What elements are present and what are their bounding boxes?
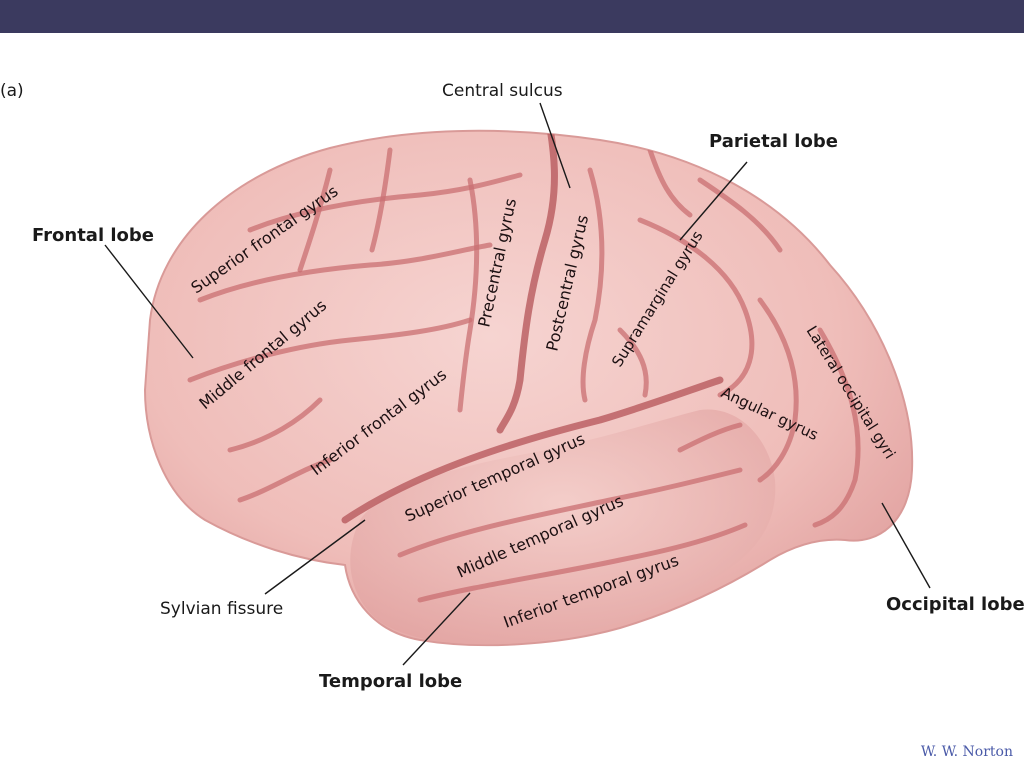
parietal-lobe-label: Parietal lobe <box>709 131 838 152</box>
frontal-lobe-leader <box>104 244 194 359</box>
publisher-credit: W. W. Norton <box>920 744 1013 760</box>
temporal-lobe-region <box>350 409 776 645</box>
frontal-lobe-label: Frontal lobe <box>32 225 154 246</box>
occipital-lobe-label: Occipital lobe <box>886 594 1024 615</box>
temporal-lobe-leader <box>402 592 471 666</box>
panel-label: (a) <box>0 81 24 101</box>
sylvian-fissure-leader <box>264 519 366 595</box>
sylvian-fissure-label: Sylvian fissure <box>160 599 283 619</box>
central-sulcus-label: Central sulcus <box>442 81 563 101</box>
title-bar <box>0 0 1024 33</box>
sulci <box>187 130 861 603</box>
parietal-lobe-leader <box>679 161 748 241</box>
occipital-lobe-leader <box>881 502 931 589</box>
temporal-lobe-label: Temporal lobe <box>319 671 462 692</box>
central-sulcus-leader <box>539 102 571 189</box>
